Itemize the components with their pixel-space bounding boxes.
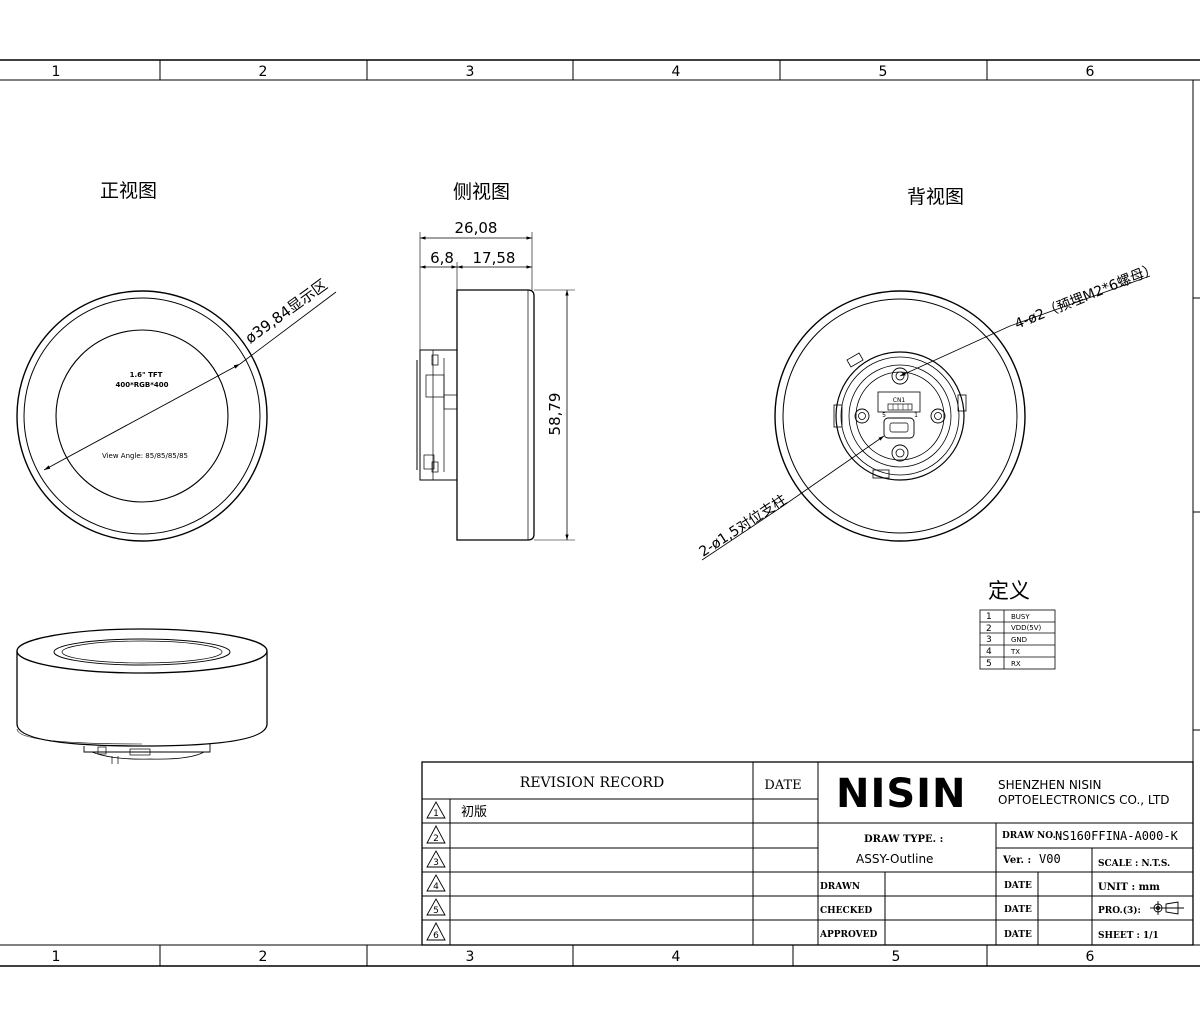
zone-top-1: 1	[52, 64, 61, 80]
company-name-line1: SHENZHEN NISIN	[998, 778, 1101, 792]
ver-label: Ver. :	[1002, 855, 1031, 866]
approved-label: APPROVED	[819, 930, 878, 940]
checked-label: CHECKED	[820, 906, 872, 916]
back-view-title: 背视图	[907, 186, 964, 208]
top-zone-numbers: 1 2 3 4 5 6	[52, 64, 1095, 80]
revision-mark: 2	[433, 834, 439, 844]
ver-value: V00	[1039, 852, 1061, 866]
zone-bottom-6: 6	[1086, 949, 1095, 965]
pin-signal: GND	[1011, 636, 1027, 644]
zone-top-4: 4	[672, 64, 681, 80]
zone-top-5: 5	[879, 64, 888, 80]
revision-row: 1 初版	[426, 801, 487, 820]
revision-row: 2	[426, 825, 446, 844]
draw-no-value: NS160FFINA-A000-K	[1055, 829, 1179, 843]
zone-top-2: 2	[259, 64, 268, 80]
revision-text: 初版	[461, 805, 487, 820]
revision-header: REVISION RECORD	[520, 775, 664, 791]
revision-row: 5	[426, 898, 446, 916]
unit-label: UNIT : mm	[1098, 882, 1160, 893]
bottom-zone-numbers: 1 2 3 4 5 6	[52, 949, 1095, 965]
front-diameter-label: ø39,84显示区	[242, 276, 331, 348]
checked-date-label: DATE	[1004, 905, 1032, 915]
front-view-title: 正视图	[100, 180, 157, 202]
pin-signal: TX	[1010, 648, 1020, 656]
back-connector-label: CN1	[893, 397, 906, 404]
isometric-view	[16, 628, 268, 764]
revision-date-header: DATE	[764, 778, 801, 793]
zone-bottom-2: 2	[259, 949, 268, 965]
back-view	[701, 275, 1151, 561]
pin-number: 1	[986, 612, 992, 622]
pin-number: 4	[986, 647, 992, 657]
draw-type-value: ASSY-Outline	[856, 852, 933, 866]
draw-type-label: DRAW TYPE. :	[864, 834, 943, 845]
zone-bottom-1: 1	[52, 949, 61, 965]
side-dim-height: 58,79	[546, 393, 564, 436]
side-dim-total: 26,08	[455, 219, 498, 237]
side-view-title: 侧视图	[453, 181, 510, 203]
zone-bottom-3: 3	[466, 949, 475, 965]
draw-no-label: DRAW NO. :	[1002, 831, 1062, 841]
definition-rows: 1 BUSY 2 VDD(5V) 3 GND 4 TX 5 RX	[986, 612, 1042, 669]
revision-row: 6	[426, 922, 446, 941]
pin-signal: VDD(5V)	[1011, 624, 1042, 632]
revision-row: 3	[426, 850, 446, 868]
sheet-label: SHEET : 1/1	[1098, 931, 1159, 941]
back-pin-1-label: 1	[914, 412, 918, 419]
side-view	[416, 232, 575, 541]
zone-top-6: 6	[1086, 64, 1095, 80]
scale-label: SCALE : N.T.S.	[1098, 859, 1170, 869]
revision-mark: 4	[433, 882, 439, 892]
third-angle-projection-icon	[1150, 901, 1184, 915]
front-display-size: 1.6" TFT	[130, 371, 163, 379]
pin-number: 2	[986, 624, 992, 634]
definition-table	[979, 609, 1056, 670]
drawn-date-label: DATE	[1004, 881, 1032, 891]
front-display-resolution: 400*RGB*400	[115, 381, 168, 389]
front-view	[16, 290, 337, 542]
revision-mark: 1	[433, 809, 439, 819]
company-name-line2: OPTOELECTRONICS CO., LTD	[998, 793, 1170, 807]
approved-date-label: DATE	[1004, 930, 1032, 940]
revision-mark: 3	[433, 858, 439, 868]
revision-row: 4	[426, 874, 446, 892]
zone-top-3: 3	[466, 64, 475, 80]
zone-bottom-4: 4	[672, 949, 681, 965]
pin-signal: RX	[1011, 660, 1021, 668]
back-hole-label: 4-ø2（预埋M2*6螺母）	[1013, 261, 1160, 333]
pin-signal: BUSY	[1011, 613, 1030, 621]
side-dim-left: 6,8	[430, 249, 454, 267]
back-pin-5-label: 5	[882, 412, 886, 419]
revision-rows: 1 初版 2 3 4 5 6	[426, 801, 487, 941]
definition-title: 定义	[988, 579, 1030, 603]
back-post-label: 2-ø1,5对位支柱	[696, 492, 789, 560]
drawn-label: DRAWN	[820, 882, 860, 892]
front-view-angle: View Angle: 85/85/85/85	[102, 452, 188, 460]
pin-number: 3	[986, 635, 992, 645]
company-logo: NISIN	[836, 771, 967, 817]
side-dim-right: 17,58	[473, 249, 516, 267]
revision-mark: 6	[433, 931, 439, 941]
zone-bottom-5: 5	[892, 949, 901, 965]
projection-label: PRO.(3):	[1098, 905, 1141, 916]
pin-number: 5	[986, 659, 992, 669]
revision-mark: 5	[433, 906, 439, 916]
revision-record-grid	[421, 761, 1194, 946]
